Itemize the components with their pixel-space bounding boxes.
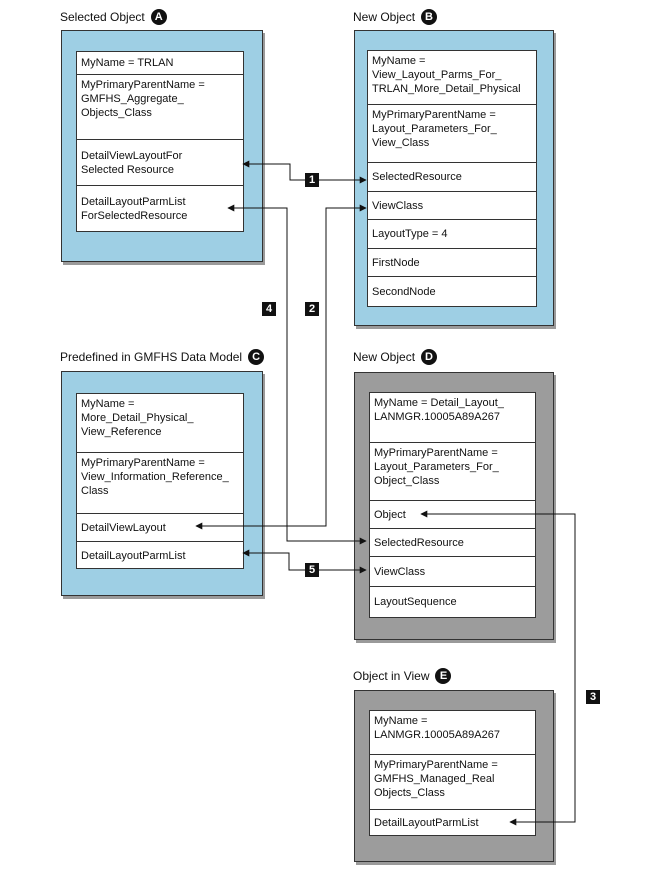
box-c-frame: MyName = More_Detail_Physical_ View_Refe… <box>61 371 263 596</box>
connector-2-label: 2 <box>305 302 319 316</box>
box-c-detail-layout-parmlist: DetailLayoutParmList <box>81 549 186 562</box>
box-b-frame: MyName = View_Layout_Parms_For_ TRLAN_Mo… <box>354 30 554 326</box>
box-b-myname: MyName = View_Layout_Parms_For_ TRLAN_Mo… <box>368 51 536 105</box>
box-a-frame: MyName = TRLAN MyPrimaryParentName = GMF… <box>61 30 263 262</box>
box-b-panel: MyName = View_Layout_Parms_For_ TRLAN_Mo… <box>367 50 537 307</box>
box-b-selected-resource: SelectedResource <box>368 163 536 192</box>
box-a-panel: MyName = TRLAN MyPrimaryParentName = GMF… <box>76 51 244 232</box>
box-b-parent: MyPrimaryParentName = Layout_Parameters_… <box>368 105 536 163</box>
box-b-first-node: FirstNode <box>368 249 536 277</box>
box-b-layout-type: LayoutType = 4 <box>368 220 536 249</box>
connector-4-label: 4 <box>262 302 276 316</box>
box-c-myname: MyName = More_Detail_Physical_ View_Refe… <box>77 394 243 453</box>
connector-2-line <box>195 204 367 530</box>
box-a-parent: MyPrimaryParentName = GMFHS_Aggregate_ O… <box>77 75 243 140</box>
badge-d: D <box>421 349 438 365</box>
connector-4-line <box>227 204 367 545</box>
connector-3-line <box>420 510 576 826</box>
connector-1-line <box>242 160 367 184</box>
box-a-myname: MyName = TRLAN <box>77 52 243 75</box>
box-c-parent: MyPrimaryParentName = View_Information_R… <box>77 453 243 514</box>
badge-b: B <box>421 9 438 25</box>
box-b-view-class: ViewClass <box>368 192 536 220</box>
box-b-second-node: SecondNode <box>372 286 436 298</box>
box-d-parent: MyPrimaryParentName = Layout_Parameters_… <box>370 443 535 501</box>
box-a-detail-layout-parmlist: DetailLayoutParmList ForSelectedResource <box>81 196 188 222</box>
badge-a: A <box>150 9 167 25</box>
box-a-detail-view-layout: DetailViewLayoutFor Selected Resource <box>77 140 243 186</box>
connector-5-line <box>242 549 367 574</box>
connector-5-label: 5 <box>305 563 319 577</box>
box-c-detail-view-layout: DetailViewLayout <box>77 514 243 542</box>
connector-3-label: 3 <box>586 690 600 704</box>
connector-1-label: 1 <box>305 173 319 187</box>
box-d-myname: MyName = Detail_Layout_ LANMGR.10005A89A… <box>370 393 535 443</box>
